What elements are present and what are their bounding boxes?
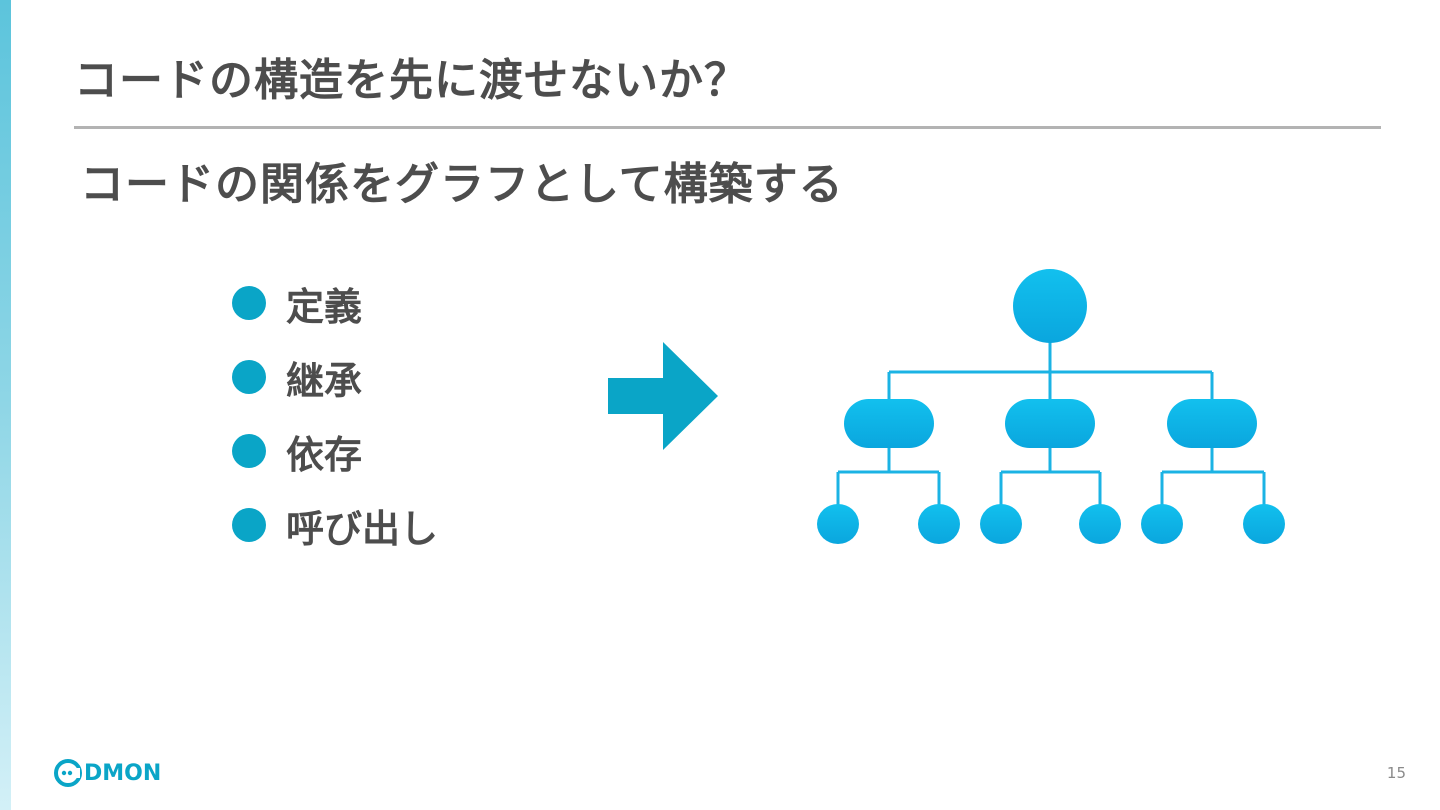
slide-title: コードの構造を先に渡せないか？ bbox=[74, 55, 749, 106]
bullet-label: 継承 bbox=[286, 358, 363, 403]
page-number: 15 bbox=[1386, 764, 1406, 782]
bullet-item-inheritance: 継承 bbox=[232, 340, 438, 414]
bullet-item-dependency: 依存 bbox=[232, 414, 438, 488]
bullet-label: 定義 bbox=[286, 284, 363, 329]
bullet-item-call: 呼び出し bbox=[232, 488, 438, 562]
bullet-dot-icon bbox=[232, 434, 266, 468]
tree-mid-node bbox=[844, 399, 934, 448]
codmon-logo-icon bbox=[54, 759, 82, 787]
tree-connectors bbox=[836, 340, 1266, 506]
codmon-logo: DMON bbox=[54, 755, 172, 791]
bullet-label: 依存 bbox=[286, 432, 363, 477]
left-accent-bar bbox=[0, 0, 11, 810]
logo-wordmark: DMON bbox=[84, 760, 162, 786]
tree-mid-node bbox=[1005, 399, 1095, 448]
tree-leaf-node bbox=[1141, 504, 1183, 544]
bullet-label: 呼び出し bbox=[286, 506, 439, 551]
tree-mid-node bbox=[1167, 399, 1257, 448]
tree-root-node bbox=[1013, 269, 1087, 343]
slide-subtitle: コードの関係をグラフとして構築する bbox=[80, 159, 844, 210]
bullet-item-definition: 定義 bbox=[232, 266, 438, 340]
title-divider bbox=[74, 126, 1381, 129]
tree-leaf-node bbox=[918, 504, 960, 544]
tree-leaf-node bbox=[1079, 504, 1121, 544]
tree-leaf-node bbox=[1243, 504, 1285, 544]
tree-leaf-node bbox=[980, 504, 1022, 544]
bullet-dot-icon bbox=[232, 286, 266, 320]
tree-leaf-node bbox=[817, 504, 859, 544]
hierarchy-tree-diagram bbox=[817, 269, 1285, 544]
bullet-dot-icon bbox=[232, 360, 266, 394]
right-arrow-icon bbox=[608, 342, 718, 450]
bullet-dot-icon bbox=[232, 508, 266, 542]
bullet-list: 定義 継承 依存 呼び出し bbox=[232, 266, 438, 562]
